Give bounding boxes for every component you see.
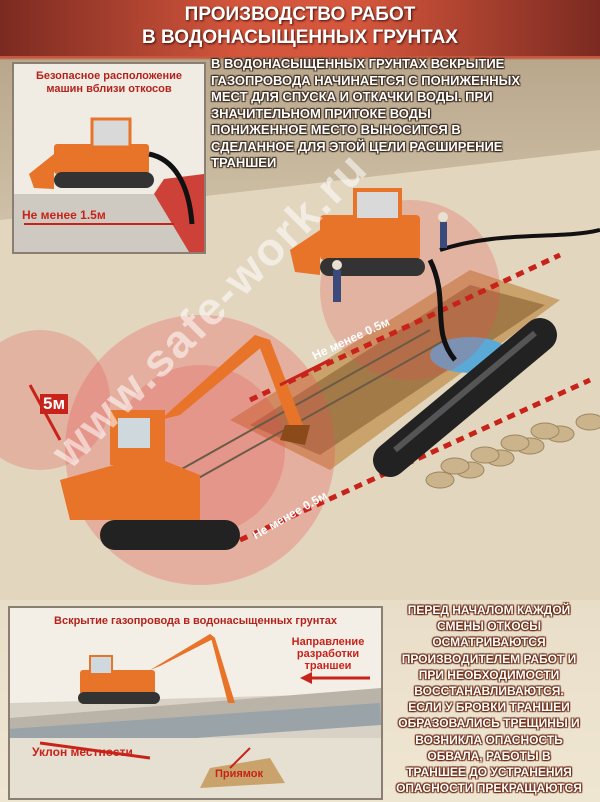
gas-pipe — [373, 318, 557, 477]
direction-label-line-2: разработки траншеи — [296, 648, 360, 672]
gas-pipe-highlight — [393, 330, 537, 453]
bottom-text-line: ТРАНШЕЕ ДО УСТРАНЕНИЯ — [406, 765, 572, 780]
rail-track — [179, 329, 446, 481]
bottom-text-line: ОБВАЛА, РАБОТЫ В — [427, 748, 551, 763]
bottom-text-line: ПРОИЗВОДИТЕЛЕМ РАБОТ И — [401, 651, 577, 666]
top-text-line: ЗНАЧИТЕЛЬНОМ ПРИТОКЕ ВОДЫ — [211, 105, 431, 121]
inset-opening-caption: Вскрытие газопровода в водонасыщенных гр… — [54, 615, 337, 627]
bottom-text-line: ОПАСНОСТИ ПРЕКРАЩАЮТСЯ — [396, 781, 582, 796]
inset-distance-label: Не менее 1.5м — [22, 208, 106, 222]
page-title: ПРОИЗВОДСТВО РАБОТ В ВОДОНАСЫЩЕННЫХ ГРУН… — [0, 3, 600, 49]
inset-opening-drawing — [10, 634, 381, 798]
bottom-text-line: СМЕНЫ ОТКОСЫ — [437, 619, 541, 634]
title-line-2: В ВОДОНАСЫЩЕННЫХ ГРУНТАХ — [142, 27, 458, 48]
top-text-line: В ВОДОНАСЫЩЕННЫХ ГРУНТАХ ВСКРЫТИЕ — [211, 56, 505, 71]
top-text-line: МЕСТ ДЛЯ СПУСКА И ОТКАЧКИ ВОДЫ. ПРИ — [211, 89, 493, 104]
bottom-text-line: ОСМАТРИВАЮТСЯ — [432, 635, 546, 650]
pump-hose — [427, 258, 457, 362]
inset-safe-distance-drawing — [14, 117, 204, 252]
bottom-text-line: ОБРАЗОВАЛИСЬ ТРЕЩИНЫ И — [398, 716, 580, 731]
title-banner — [0, 0, 600, 56]
trench-bottom — [250, 285, 545, 455]
top-instruction-text: В ВОДОНАСЫЩЕННЫХ ГРУНТАХ ВСКРЫТИЕ ГАЗОПР… — [211, 56, 596, 172]
inset-opening-diagram: Вскрытие газопровода в водонасыщенных гр… — [8, 606, 383, 800]
bottom-text-line: ПРИ НЕОБХОДИМОСТИ — [418, 667, 560, 682]
slope-label: Уклон местности — [32, 745, 133, 759]
bottom-instruction-text: ПЕРЕД НАЧАЛОМ КАЖДОЙ СМЕНЫ ОТКОСЫ ОСМАТР… — [384, 602, 594, 796]
top-text-line: ТРАНШЕИ — [211, 155, 277, 170]
top-text-line: ГАЗОПРОВОДА НАЧИНАЕТСЯ С ПОНИЖЕННЫХ — [211, 72, 521, 88]
top-text-line: СДЕЛАННОЕ ДЛЯ ЭТОЙ ЦЕЛИ РАСШИРЕНИЕ — [211, 138, 503, 154]
bottom-text-line: ВОССТАНАВЛИВАЮТСЯ. — [414, 684, 564, 699]
sandbags — [425, 413, 600, 489]
inset-caption-line-2: машин вблизи откосов — [46, 83, 172, 95]
discharge-hose — [439, 228, 600, 252]
direction-label: Направление разработки траншеи — [278, 636, 378, 672]
title-line-1: ПРОИЗВОДСТВО РАБОТ — [184, 4, 416, 25]
worker-figures — [332, 212, 448, 302]
inset-safe-distance: Безопасное расположение машин вблизи отк… — [12, 62, 206, 254]
bottom-text-line: ВОЗНИКЛА ОПАСНОСТЬ — [415, 732, 563, 747]
bottom-text-line: ЕСЛИ У БРОВКИ ТРАНШЕИ — [408, 700, 570, 715]
bulldozer-illustration — [290, 188, 425, 276]
direction-label-line-1: Направление — [291, 636, 365, 648]
inset-caption-line-1: Безопасное расположение — [35, 70, 183, 82]
pit-label: Приямок — [215, 768, 264, 780]
top-text-line: ПОНИЖЕННОЕ МЕСТО ВЫНОСИТСЯ В — [211, 122, 461, 137]
inset-safe-distance-caption: Безопасное расположение машин вблизи отк… — [14, 70, 204, 96]
bottom-text-line: ПЕРЕД НАЧАЛОМ КАЖДОЙ — [407, 603, 571, 617]
danger-zone-label: 5м — [40, 394, 69, 414]
